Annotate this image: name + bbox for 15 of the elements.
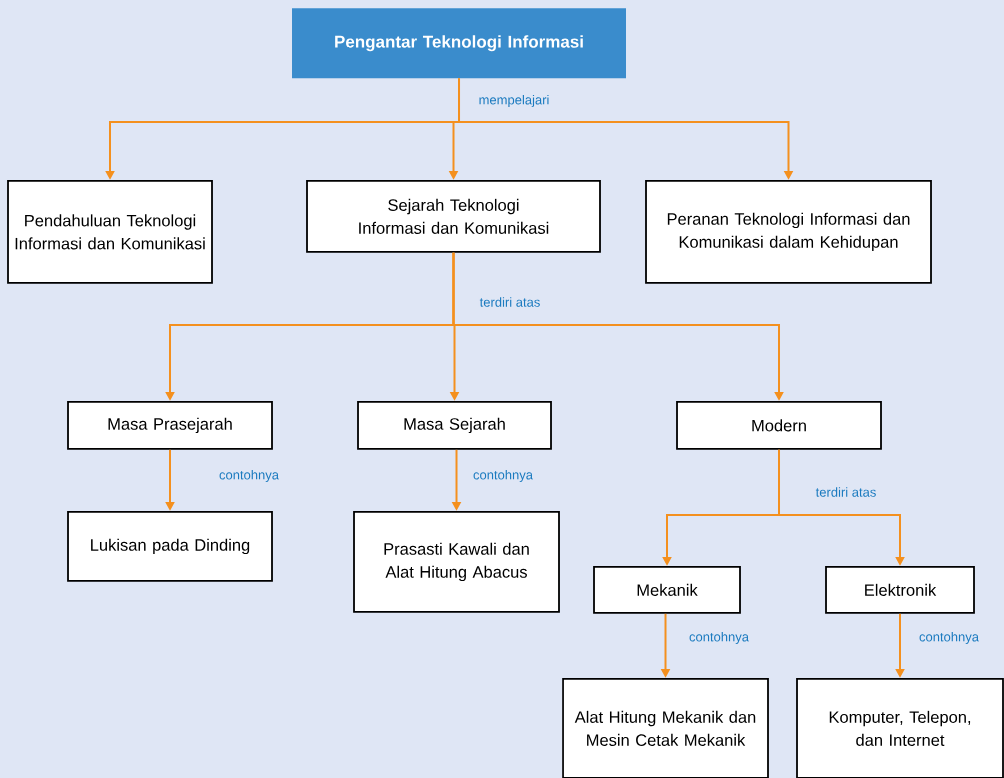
topic-box: Masa Prasejarah <box>67 401 273 450</box>
topic-box: Sejarah Teknologi Informasi dan Komunikasi <box>306 180 601 253</box>
topic-box: Pendahuluan Teknologi Informasi dan Komunikasi <box>7 180 213 284</box>
topic-box: Elektronik <box>825 566 975 614</box>
topic-box: Prasasti Kawali dan Alat Hitung Abacus <box>353 511 560 613</box>
topic-box: Masa Sejarah <box>357 401 552 450</box>
edge-label: terdiri atas <box>478 296 542 308</box>
edge-label: terdiri atas <box>814 486 878 498</box>
topic-box: Lukisan pada Dinding <box>67 511 273 582</box>
topic-box: Alat Hitung Mekanik dan Mesin Cetak Mekanik <box>562 678 769 778</box>
topic-box: Mekanik <box>593 566 741 614</box>
topic-box: Komputer, Telepon, dan Internet <box>796 678 1004 778</box>
topic-box: Peranan Teknologi Informasi dan Komunikasi dalam Kehidupan <box>645 180 932 284</box>
title-box: Pengantar Teknologi Informasi <box>292 8 626 79</box>
topic-box: Modern <box>676 401 882 450</box>
